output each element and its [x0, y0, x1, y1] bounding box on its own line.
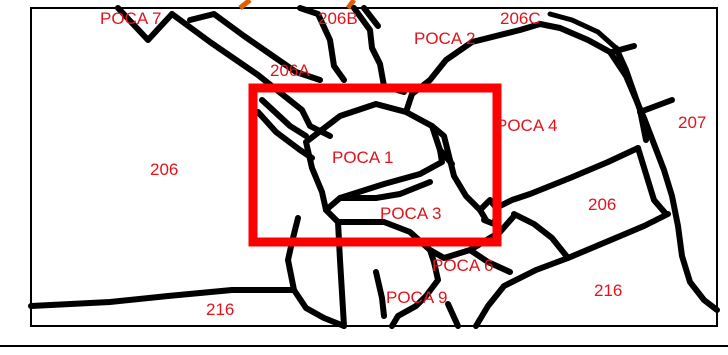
parcel-boundary [361, 5, 381, 29]
label-poca-2: POCA 2 [414, 29, 475, 48]
parcel-boundary [467, 247, 513, 275]
label-206c: 206C [500, 9, 541, 28]
parcel-boundary [303, 101, 445, 213]
parcel-boundary [297, 5, 347, 83]
parcel-boundary [511, 211, 671, 261]
label-206b: 206B [318, 9, 358, 28]
top-orange-mark [346, 0, 356, 10]
parcel-boundary [285, 215, 301, 293]
parcel-boundary [259, 97, 309, 139]
top-orange-mark [238, 0, 252, 10]
parcel-boundary [473, 255, 571, 329]
parcel-boundary [373, 269, 387, 319]
label-216-right: 216 [594, 281, 622, 300]
parcel-boundary [637, 97, 675, 115]
label-poca-9: POCA 9 [386, 288, 447, 307]
label-206-right: 206 [588, 195, 616, 214]
label-poca-6: POCA 6 [432, 256, 493, 275]
parcel-boundary [635, 145, 669, 217]
label-poca-3: POCA 3 [380, 204, 441, 223]
parcel-boundary [613, 45, 649, 143]
highlight-box [248, 83, 502, 247]
parcel-boundary [437, 147, 455, 167]
parcel-boundary [115, 5, 175, 43]
label-poca-4: POCA 4 [496, 116, 557, 135]
label-206a: 206A [270, 61, 310, 80]
label-216-left: 216 [206, 300, 234, 319]
label-206-left: 206 [150, 160, 178, 179]
parcel-boundary [187, 11, 323, 83]
parcel-boundary [609, 43, 637, 55]
parcel-boundary [547, 11, 619, 51]
parcel-boundary [403, 21, 543, 115]
parcel-boundary [445, 301, 461, 329]
parcel-boundary [337, 179, 433, 201]
label-207: 207 [678, 113, 706, 132]
label-poca-1: POCA 1 [332, 148, 393, 167]
label-poca-7: POCA 7 [100, 9, 161, 28]
parcel-boundary [389, 247, 441, 329]
parcel-boundary [28, 287, 347, 329]
parcel-boundary [497, 145, 641, 209]
parcel-boundary [537, 21, 720, 313]
